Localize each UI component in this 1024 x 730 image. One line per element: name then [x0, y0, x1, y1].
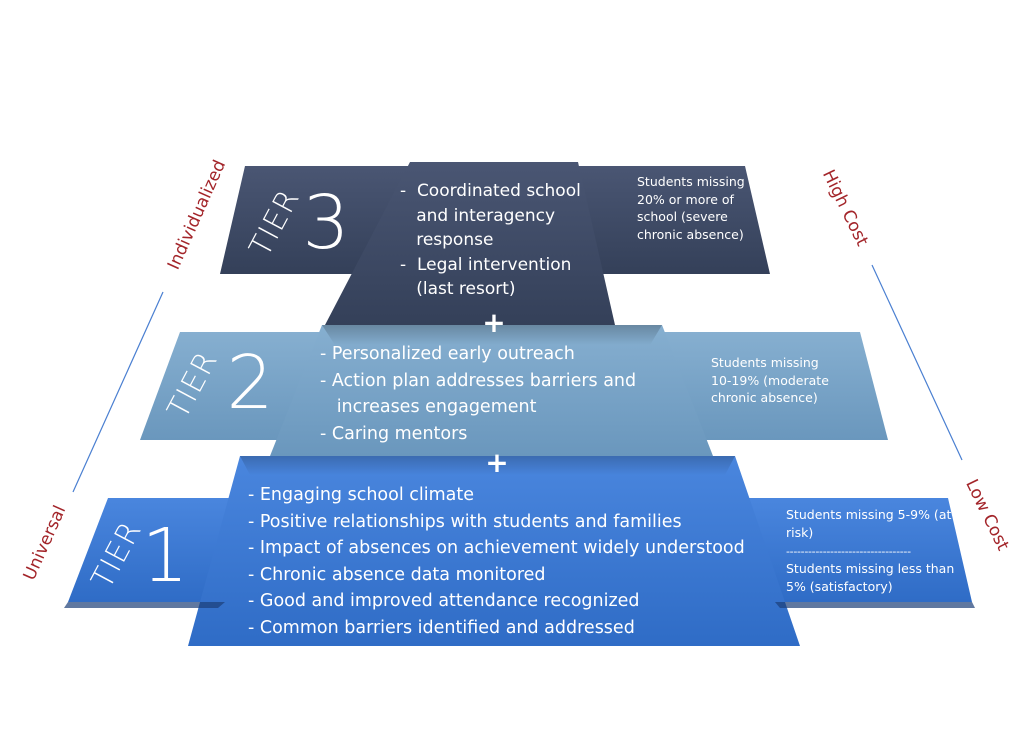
tier3-action-item: - Coordinated school: [400, 181, 581, 201]
tier1-description-band: [745, 498, 972, 602]
tier1-number: 1: [141, 513, 189, 599]
tier3-number: 3: [302, 180, 350, 266]
tier3-action-item: response: [400, 230, 494, 250]
tier3-action-item: (last resort): [400, 279, 516, 299]
tier1-description-satisfactory: Students missing less than 5% (satisfact…: [786, 561, 955, 594]
tier3-description-band: [578, 166, 770, 274]
tier2-shadow: [322, 325, 662, 345]
tier2-description: Students missing 10-19% (moderate chroni…: [711, 355, 829, 405]
tier1-action-item: - Chronic absence data monitored: [248, 564, 546, 585]
tier3-description: Students missing 20% or more of school (…: [637, 174, 745, 242]
plus-tier3-tier2: +: [482, 306, 506, 339]
tier1-actions: - Engaging school climate - Positive rela…: [248, 482, 745, 641]
tier3-action-item: and interagency: [400, 205, 556, 226]
tier1-label-band: [68, 498, 245, 602]
universal-individualized-line: [72, 291, 164, 493]
tier1-shadow: [240, 456, 735, 475]
tier2-action-item: increases engagement: [320, 397, 537, 417]
low-high-cost-line: [871, 264, 963, 461]
tier2-action-item: - Action plan addresses barriers and: [320, 370, 637, 391]
tier3-action-item: - Legal intervention: [400, 254, 572, 275]
tier3-label-band: [220, 166, 410, 274]
tier1-description-divider: ----------------------------------: [786, 545, 911, 558]
tier1-action-item: - Common barriers identified and address…: [248, 617, 635, 638]
tier2-action-item: - Caring mentors: [320, 423, 468, 444]
tier1-action-item: - Good and improved attendance recognize…: [248, 591, 640, 611]
tier3-actions: - Coordinated school and interagency res…: [400, 179, 581, 302]
tier3-trapezoid: [325, 162, 615, 325]
tier1-description-at-risk: Students missing 5-9% (at risk): [786, 507, 952, 540]
tier2-action-item: - Personalized early outreach: [320, 344, 575, 364]
tier1-label-edge: [64, 602, 225, 608]
tier1-action-item: - Impact of absences on achievement wide…: [248, 538, 745, 558]
tier1-action-item: - Positive relationships with students a…: [248, 511, 682, 532]
tier1-action-item: - Engaging school climate: [248, 485, 475, 505]
tier2-actions: - Personalized early outreach - Action pl…: [320, 341, 636, 447]
tier2-number: 2: [226, 340, 274, 426]
plus-tier2-tier1: +: [485, 446, 509, 479]
tier2-label-band: [140, 332, 322, 440]
tier1-description-edge: [775, 602, 975, 608]
tier1-trapezoid: [188, 456, 800, 646]
tier2-trapezoid: [270, 325, 713, 456]
tier2-description-band: [662, 332, 888, 440]
